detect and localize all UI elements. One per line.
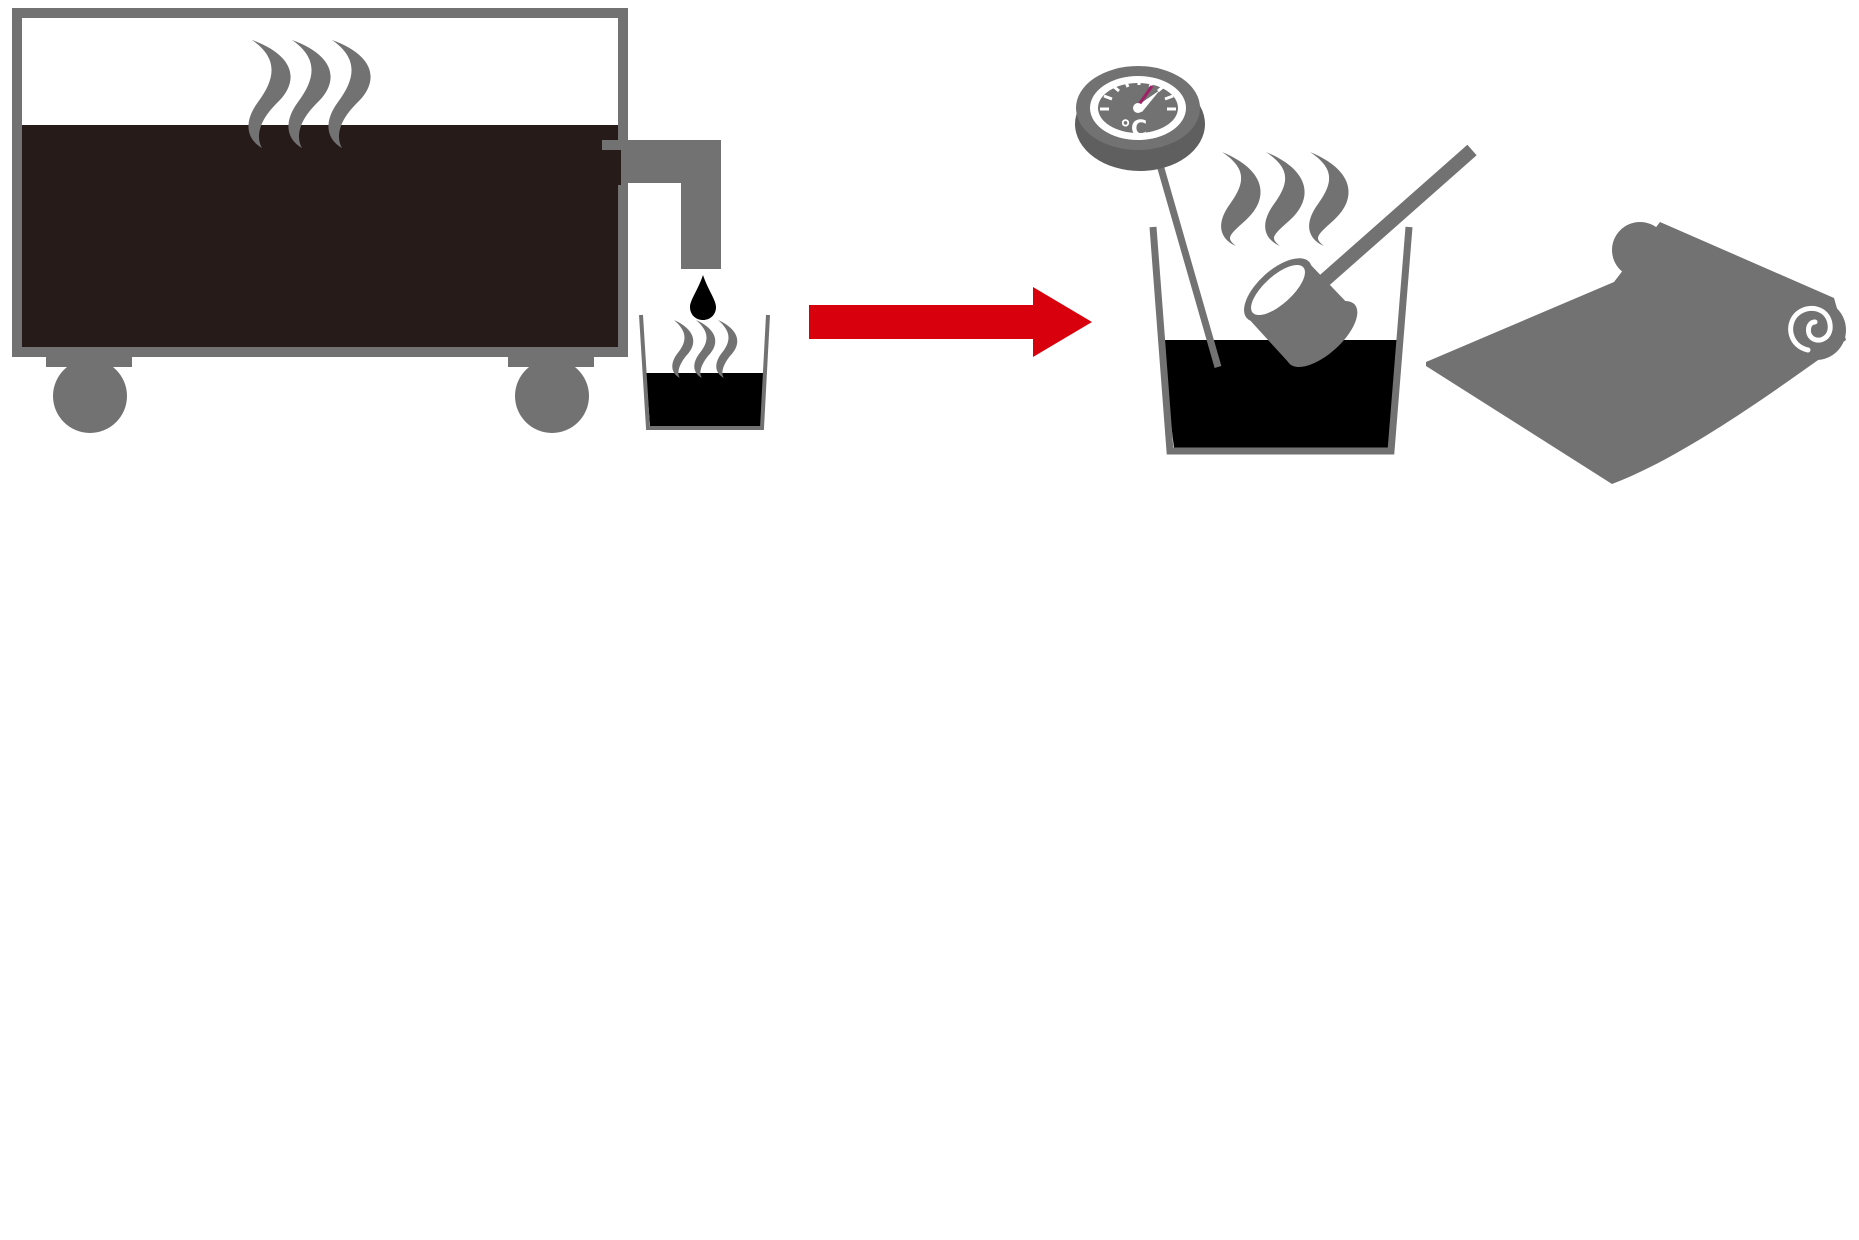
gauge-needle — [1136, 85, 1154, 107]
thermometer-probe — [1156, 164, 1222, 368]
arrow-right-icon — [809, 287, 1092, 357]
ladle-handle — [1313, 144, 1477, 292]
drop-icon — [690, 275, 716, 320]
ladle-icon — [1244, 144, 1477, 367]
thermometer-unit-label: °C — [1120, 117, 1147, 142]
tank-liquid — [22, 125, 618, 347]
steam-icon — [672, 320, 738, 378]
steam-icon — [1221, 152, 1349, 246]
bucket-icon — [1149, 226, 1413, 455]
steam-icon — [248, 40, 371, 148]
thermometer-icon: °C — [1075, 66, 1222, 368]
small-cup-icon — [639, 314, 770, 430]
heated-tank-icon — [12, 8, 628, 433]
wheel-right-icon — [515, 359, 589, 433]
sheet-roll-icon — [1426, 222, 1846, 484]
faucet-icon — [601, 140, 721, 269]
wheel-left-icon — [53, 359, 127, 433]
